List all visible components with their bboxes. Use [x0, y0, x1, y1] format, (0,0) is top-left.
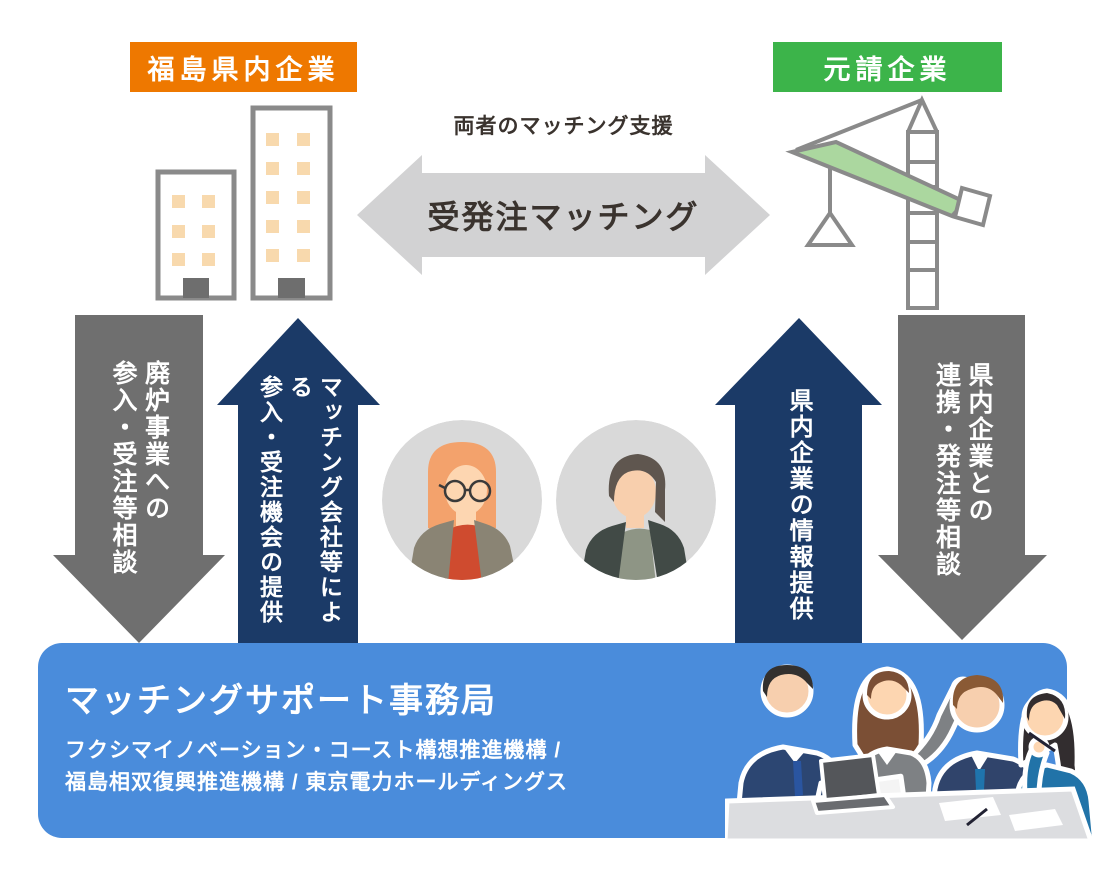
prime-contractor-badge: 元請企業 [773, 42, 1002, 92]
arrow-text-line: マッチング会社等による [286, 375, 343, 625]
opportunity-offer-arrow: マッチング会社等による 参入・受注機会の提供 [217, 318, 380, 645]
arrow-text-line: 県内企業の情報提供 [785, 388, 813, 622]
woman-avatar [382, 420, 542, 580]
arrow-text-line: 廃炉事業への [141, 360, 170, 522]
mutual-support-label: 両者のマッチング支援 [453, 115, 674, 138]
arrow-text: 県内企業との 連携・発注等相談 [930, 362, 995, 578]
order-matching-label: 受発注マッチング [427, 199, 700, 235]
office-organizations: フクシマイノベーション・コースト構想推進機構 / 福島相双復興推進機構 / 東京… [65, 735, 568, 798]
arrow-text-line: 連携・発注等相談 [932, 362, 961, 578]
partnership-consult-arrow: 県内企業との 連携・発注等相談 [878, 315, 1047, 640]
avatars [382, 420, 716, 580]
man-avatar [556, 420, 716, 580]
arrow-text: マッチング会社等による 参入・受注機会の提供 [254, 375, 344, 645]
office-buildings-icon [155, 105, 333, 301]
org-line: 福島相双復興推進機構 / 東京電力ホールディングス [65, 770, 569, 794]
meeting-illustration [725, 664, 1097, 845]
arrow-text-line: 参入・受注機会の提供 [256, 375, 283, 625]
org-line: フクシマイノベーション・コースト構想推進機構 / [65, 739, 562, 762]
order-matching-arrow: 受発注マッチング [357, 155, 770, 275]
decommissioning-consult-arrow: 廃炉事業への 参入・受注等相談 [53, 315, 225, 643]
arrow-text: 廃炉事業への 参入・受注等相談 [107, 360, 172, 576]
tower-crane-icon [785, 95, 993, 310]
arrow-text-line: 県内企業との [965, 362, 993, 524]
office-title: マッチングサポート事務局 [65, 682, 497, 720]
arrow-text-line: 参入・受注等相談 [109, 360, 137, 576]
arrow-text: 県内企業の情報提供 [783, 388, 814, 622]
company-info-arrow: 県内企業の情報提供 [715, 318, 882, 645]
fukushima-companies-badge: 福島県内企業 [130, 42, 357, 92]
